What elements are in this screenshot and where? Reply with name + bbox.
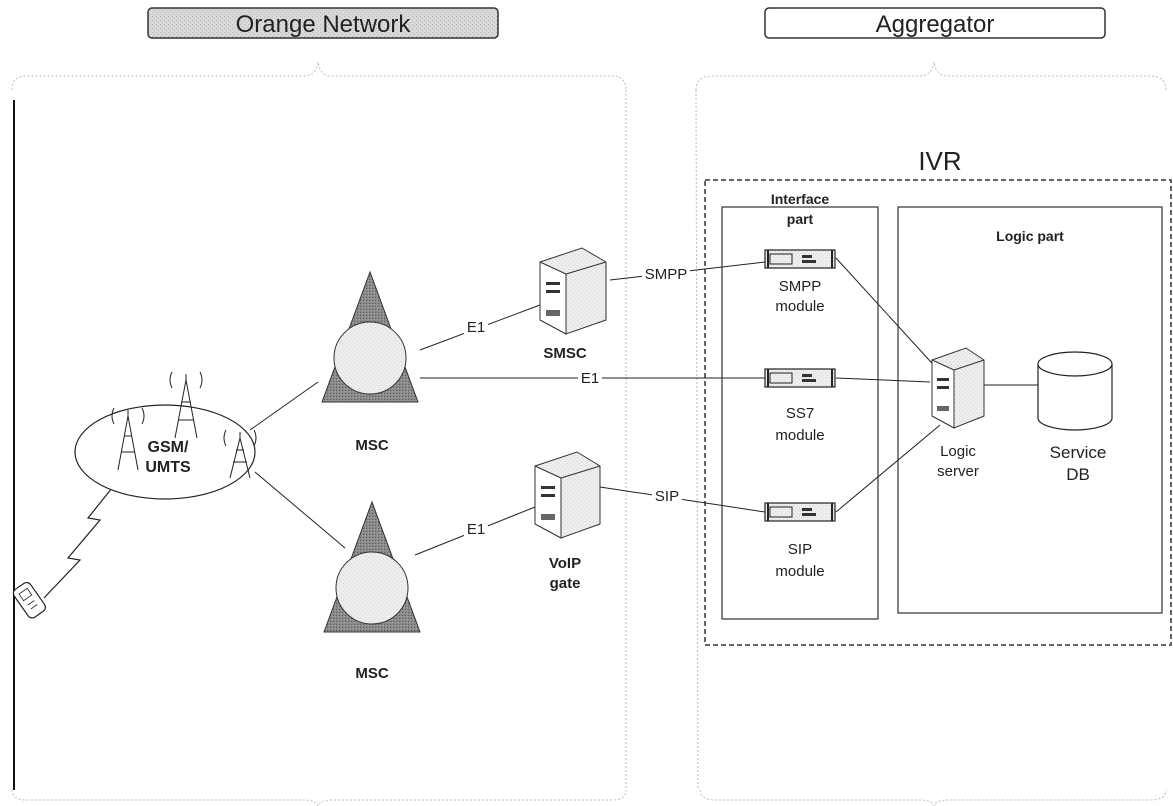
smpp-module-label-line1: SMPP (779, 278, 822, 295)
ivr-container (704, 179, 1172, 646)
msc-top-node: MSC (321, 270, 419, 454)
sip-module-node: SIP module (764, 502, 836, 580)
gsm-label: GSM/ (148, 439, 189, 456)
gsm-umts-cloud: GSM/ UMTS (74, 371, 257, 500)
logic-server-label-line2: server (937, 463, 979, 480)
smsc-label: SMSC (543, 345, 587, 362)
logic-server-label-line1: Logic (940, 443, 976, 460)
aggregator-header: Aggregator (764, 7, 1106, 39)
smpp-link-label: SMPP (645, 266, 688, 283)
aggregator-title: Aggregator (876, 11, 995, 38)
umts-label: UMTS (145, 459, 191, 476)
voip-label: VoIP (549, 555, 581, 572)
aggregator-bottom-brace (699, 789, 1167, 806)
service-db-label-line2: DB (1066, 465, 1090, 484)
ivr-title: IVR (918, 146, 961, 176)
service-db-label-line1: Service (1050, 443, 1107, 462)
aggregator-top-brace (695, 61, 1167, 91)
logic-server-icon: Logic server (931, 347, 985, 480)
e1-msc-voip-label: E1 (467, 521, 485, 538)
ss7-module-node: SS7 module (764, 368, 836, 444)
cell-tower-icon (169, 371, 203, 439)
ss7-module-label-line2: module (775, 427, 824, 444)
link-gsm-msc-top (249, 381, 319, 431)
smsc-server-icon: SMSC (539, 247, 607, 362)
cell-tower-icon (111, 407, 145, 471)
orange-network-bottom-brace (11, 789, 627, 806)
gate-label: gate (550, 575, 581, 592)
link-ss7-logic (835, 377, 931, 383)
sip-module-label-line1: SIP (788, 541, 812, 558)
orange-network-top-brace (11, 61, 627, 91)
rack-server-icon (764, 502, 836, 522)
smpp-module-node: SMPP module (764, 249, 836, 315)
e1-msc-smsc-label: E1 (467, 319, 485, 336)
cell-tower-icon (223, 429, 257, 479)
ss7-module-label-line1: SS7 (786, 405, 814, 422)
orange-network-header: Orange Network (147, 7, 499, 39)
svg-text:Interface: Interface (771, 191, 830, 207)
msc-top-label: MSC (355, 437, 389, 454)
link-smpp-logic (835, 257, 941, 373)
aggregator-left-edge (695, 89, 699, 791)
sip-module-label-line2: module (775, 563, 824, 580)
voip-gate-server-icon: VoIP gate (534, 451, 601, 592)
link-sip-logic (835, 424, 941, 513)
wireless-link (43, 477, 121, 599)
rack-server-icon (764, 368, 836, 388)
interface-part-label-line2: part (787, 211, 814, 227)
logic-part-label: Logic part (996, 228, 1064, 244)
sip-link-label: SIP (655, 488, 679, 505)
msc-bottom-node: MSC (323, 500, 421, 682)
rack-server-icon (764, 249, 836, 269)
link-gsm-msc-bottom (254, 471, 346, 549)
interface-part-label-line1: Interface (771, 191, 830, 207)
smpp-module-label-line2: module (775, 298, 824, 315)
database-icon: Service DB (1037, 351, 1113, 484)
e1-msc-ss7-label: E1 (581, 370, 599, 387)
link-voip-sip (599, 486, 766, 513)
msc-bottom-label: MSC (355, 665, 389, 682)
orange-network-title: Orange Network (236, 11, 412, 38)
mobile-phone-icon (12, 581, 46, 619)
